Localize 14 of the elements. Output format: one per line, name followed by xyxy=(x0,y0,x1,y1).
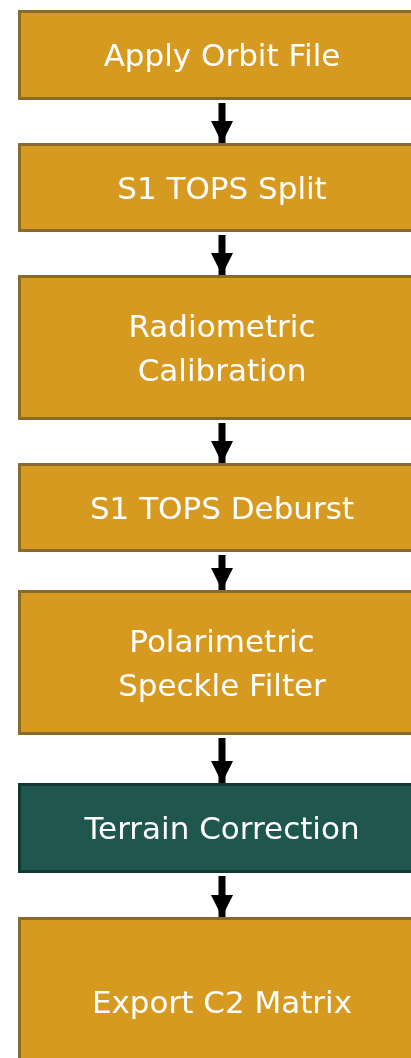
process-box xyxy=(18,275,411,420)
process-box xyxy=(18,463,411,552)
box-label: Terrain Correction xyxy=(84,809,360,848)
box-label: S1 TOPS Deburst xyxy=(89,488,355,528)
process-box xyxy=(18,783,411,873)
box-label: Apply Orbit File xyxy=(103,36,341,75)
box-label: Polarimetric Speckle Filter xyxy=(117,621,327,705)
process-box xyxy=(18,590,411,735)
process-box xyxy=(18,10,411,100)
box-label: Export C2 Matrix xyxy=(91,983,353,1022)
process-box xyxy=(18,917,411,1058)
box-label: S1 TOPS Split xyxy=(117,168,327,208)
process-box xyxy=(18,143,411,232)
box-label: Radiometric Calibration xyxy=(127,306,317,390)
